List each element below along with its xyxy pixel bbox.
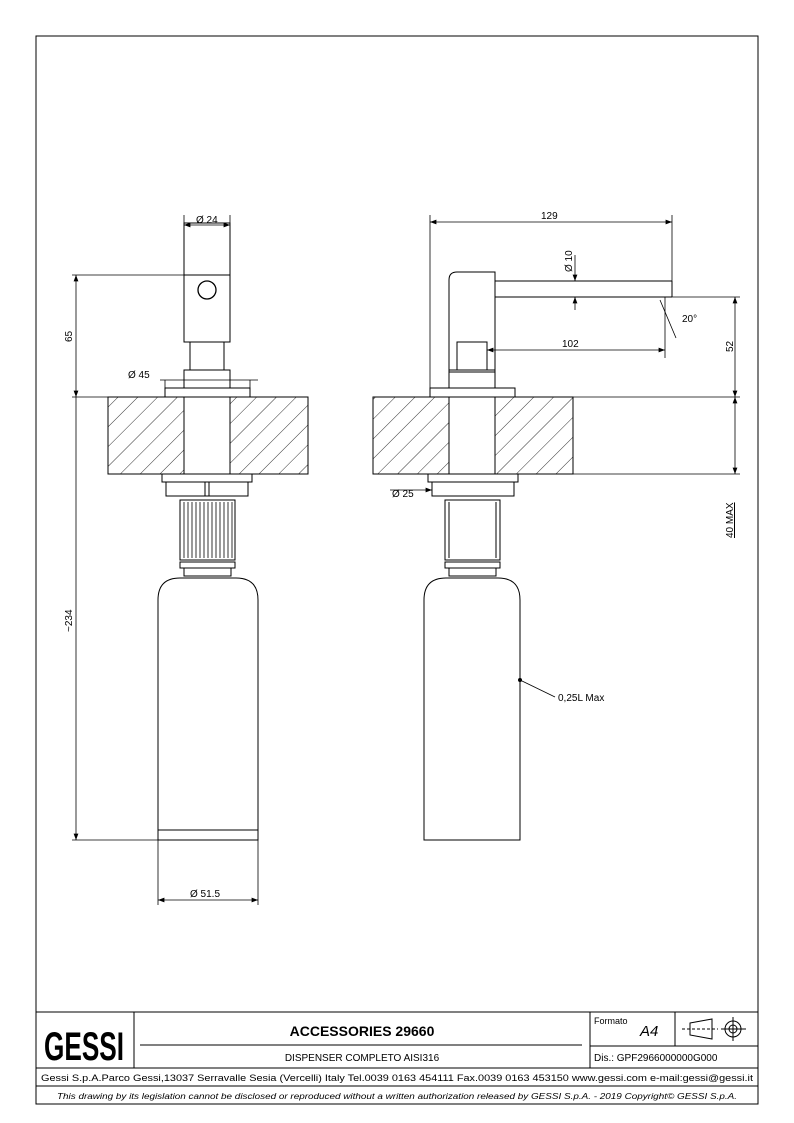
front-view	[107, 222, 309, 841]
gessi-logo: GESSI	[44, 1025, 124, 1069]
capacity-label: 0,25L Max	[558, 693, 604, 704]
drawing-subtitle: DISPENSER COMPLETO AISI316	[285, 1053, 440, 1064]
dim-height-above: 65	[64, 330, 75, 342]
copyright-notice: This drawing by its legislation cannot b…	[57, 1092, 737, 1101]
dim-spout-projection: 102	[562, 339, 579, 350]
dim-angle: 20°	[682, 314, 697, 325]
company-info: Gessi S.p.A.Parco Gessi,13037 Serravalle…	[41, 1073, 754, 1083]
drawing-title: ACCESSORIES 29660	[290, 1023, 435, 1039]
format-label: Formato	[594, 1016, 628, 1026]
dim-counter-thickness: 40 MAX	[725, 502, 736, 538]
drawing-frame	[35, 35, 759, 1105]
drawing-number: Dis.: GPF2966000000G000	[594, 1053, 718, 1064]
dim-spout-diameter: Ø 24	[196, 215, 218, 226]
side-view	[372, 271, 673, 841]
dim-shank-diameter: Ø 25	[392, 489, 414, 500]
dim-overall-height: ~234	[64, 609, 75, 632]
dim-outlet-height: 52	[725, 340, 736, 352]
dim-reach: 129	[541, 211, 558, 222]
format-value: A4	[639, 1023, 658, 1040]
dim-outlet-diameter: Ø 10	[564, 250, 575, 272]
projection-symbol-icon	[682, 1017, 746, 1041]
dim-flange-diameter: Ø 45	[128, 370, 150, 381]
dim-bottle-diameter: Ø 51.5	[190, 889, 220, 900]
